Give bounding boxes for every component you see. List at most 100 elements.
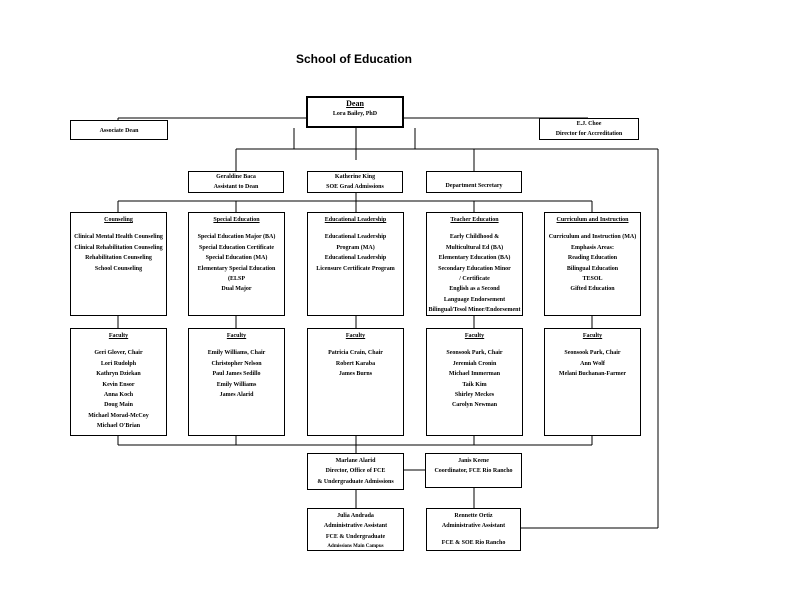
faculty-member: Seonsook Park, Chair <box>446 350 503 357</box>
faculty-member: Seonsook Park, Chair <box>564 350 621 357</box>
program-item: Gifted Education <box>570 286 615 293</box>
department-heading: Special Education <box>213 217 260 223</box>
faculty-member: Taik Kim <box>462 381 487 388</box>
admin-assistant-main-campus-box: Julia Andrada Administrative Assistant F… <box>307 508 404 551</box>
faculty-educational-leadership: Faculty Patricia Crain, Chair Robert Kar… <box>307 328 404 436</box>
program-item: Bilingual/Tesol Minor/Endorsement <box>428 307 521 314</box>
faculty-member: Doug Main <box>104 402 133 409</box>
program-item: School Counseling <box>94 265 143 272</box>
department-heading: Teacher Education <box>450 217 499 223</box>
department-heading: Curriculum and Instruction <box>556 217 629 223</box>
faculty-heading: Faculty <box>108 333 129 339</box>
faculty-counseling: Faculty Geri Glover, Chair Lori Rudolph … <box>70 328 167 436</box>
program-item: Special Education Certificate <box>199 244 274 251</box>
admin-assistant-line1: Administrative Assistant <box>323 523 388 530</box>
faculty-member: Ann Wolf <box>580 360 605 367</box>
department-secretary-box: Department Secretary <box>426 171 522 193</box>
program-item: Early Childhood & <box>449 234 500 241</box>
program-item: English as a Second <box>449 286 500 293</box>
program-item: Elementary Education (BA) <box>438 255 511 262</box>
grad-admissions-role: SOE Grad Admissions <box>326 184 384 191</box>
assistant-to-dean-name: Geraldine Baca <box>216 174 256 180</box>
faculty-member: Emily Williams, Chair <box>207 350 266 357</box>
program-item: Clinical Rehabilitation Counseling <box>74 244 163 251</box>
faculty-member: Michael O'Brian <box>96 423 141 430</box>
faculty-member: James Alarid <box>219 392 254 399</box>
associate-dean-box: Associate Dean <box>70 120 168 140</box>
faculty-member: Kathryn Dziekan <box>96 371 141 378</box>
admin-assistant-line3: Admissions Main Campus <box>327 544 384 550</box>
program-item: Multicultural Ed (BA) <box>445 244 504 251</box>
program-item: Language Endorsement <box>443 296 506 303</box>
department-educational-leadership: Educational Leadership Educational Leade… <box>307 212 404 316</box>
admin-assistant-name: Julia Andrada <box>337 513 374 519</box>
program-item: Secondary Education Minor <box>438 265 511 272</box>
fce-director-line1: Director, Office of FCE <box>325 468 386 475</box>
accreditation-role: Director for Accreditation <box>555 131 623 138</box>
fce-director-name: Marlane Alarid <box>335 458 376 464</box>
faculty-teacher-education: Faculty Seonsook Park, Chair Jeremiah Cr… <box>426 328 523 436</box>
program-item: Bilingual Education <box>566 265 619 272</box>
admin-assistant-line2: FCE & Undergraduate <box>325 533 386 540</box>
program-item: Dual Major <box>221 286 252 293</box>
admin-assistant-rio-rancho-box: Rennette Ortiz Administrative Assistant … <box>426 508 521 551</box>
associate-dean-role: Associate Dean <box>99 128 139 134</box>
faculty-member: Geri Glover, Chair <box>94 350 143 357</box>
department-heading: Counseling <box>104 217 133 223</box>
faculty-member: Robert Karaba <box>335 360 376 367</box>
faculty-member: Anna Koch <box>103 392 134 399</box>
faculty-special-education: Faculty Emily Williams, Chair Christophe… <box>188 328 285 436</box>
department-heading: Educational Leadership <box>324 217 387 223</box>
faculty-member: James Burns <box>338 371 373 378</box>
department-special-education: Special Education Special Education Majo… <box>188 212 285 316</box>
department-secretary-role: Department Secretary <box>445 183 503 189</box>
fce-coordinator-role: Coordinator, FCE Rio Rancho <box>434 468 513 475</box>
faculty-heading: Faculty <box>582 333 603 339</box>
program-item: Emphasis Areas: <box>570 244 615 251</box>
faculty-member: Christopher Nelson <box>211 360 262 367</box>
faculty-heading: Faculty <box>345 333 366 339</box>
faculty-heading: Faculty <box>226 333 247 339</box>
faculty-member: Michael Morad-McCoy <box>88 412 149 419</box>
admin-assistant-name: Rennette Ortiz <box>454 513 493 519</box>
dean-box: Dean Lora Bailey, PhD <box>306 96 404 128</box>
faculty-member: Kevin Ensor <box>102 381 135 388</box>
program-item: Licensure Certificate Program <box>316 265 395 272</box>
program-item: / Certificate <box>459 276 490 283</box>
department-counseling: Counseling Clinical Mental Health Counse… <box>70 212 167 316</box>
faculty-member: Carolyn Newman <box>451 402 498 409</box>
program-item: Clinical Mental Health Counseling <box>74 234 163 241</box>
admin-assistant-line2: FCE & SOE Rio Rancho <box>441 539 506 546</box>
faculty-curriculum-instruction: Faculty Seonsook Park, Chair Ann Wolf Me… <box>544 328 641 436</box>
accreditation-box: E.J. Choe Director for Accreditation <box>539 118 639 140</box>
assistant-to-dean-role: Assistant to Dean <box>213 184 259 191</box>
program-item: Curriculum and Instruction (MA) <box>548 234 637 241</box>
accreditation-name: E.J. Choe <box>576 121 602 127</box>
program-item: Educational Leadership <box>324 234 387 241</box>
grad-admissions-box: Katherine King SOE Grad Admissions <box>307 171 403 193</box>
program-item: Special Education Major (BA) <box>197 234 276 241</box>
faculty-heading: Faculty <box>464 333 485 339</box>
admin-assistant-line1: Administrative Assistant <box>441 523 506 530</box>
fce-director-box: Marlane Alarid Director, Office of FCE &… <box>307 453 404 490</box>
faculty-member: Michael Immerman <box>448 371 501 378</box>
program-item: Special Education (MA) <box>205 255 268 262</box>
faculty-member: Melani Buchanan-Farmer <box>558 371 627 378</box>
department-teacher-education: Teacher Education Early Childhood & Mult… <box>426 212 523 316</box>
faculty-member: Jeremiah Cronin <box>452 360 497 367</box>
program-item: Educational Leadership <box>324 255 387 262</box>
program-item: TESOL <box>582 276 603 283</box>
program-item: Reading Education <box>567 255 618 262</box>
faculty-member: Lori Rudolph <box>100 360 137 367</box>
program-item: Elementary Special Education (ELSP <box>197 265 276 283</box>
assistant-to-dean-box: Geraldine Baca Assistant to Dean <box>188 171 284 193</box>
dean-name: Lora Bailey, PhD <box>332 111 378 117</box>
fce-coordinator-name: Janis Keene <box>458 458 489 464</box>
program-item: Rehabilitation Counseling <box>85 255 152 262</box>
faculty-member: Shirley Meckes <box>454 392 495 399</box>
dean-heading: Dean <box>346 99 364 108</box>
program-item: Program (MA) <box>336 244 375 251</box>
fce-coordinator-box: Janis Keene Coordinator, FCE Rio Rancho <box>425 453 522 488</box>
department-curriculum-instruction: Curriculum and Instruction Curriculum an… <box>544 212 641 316</box>
